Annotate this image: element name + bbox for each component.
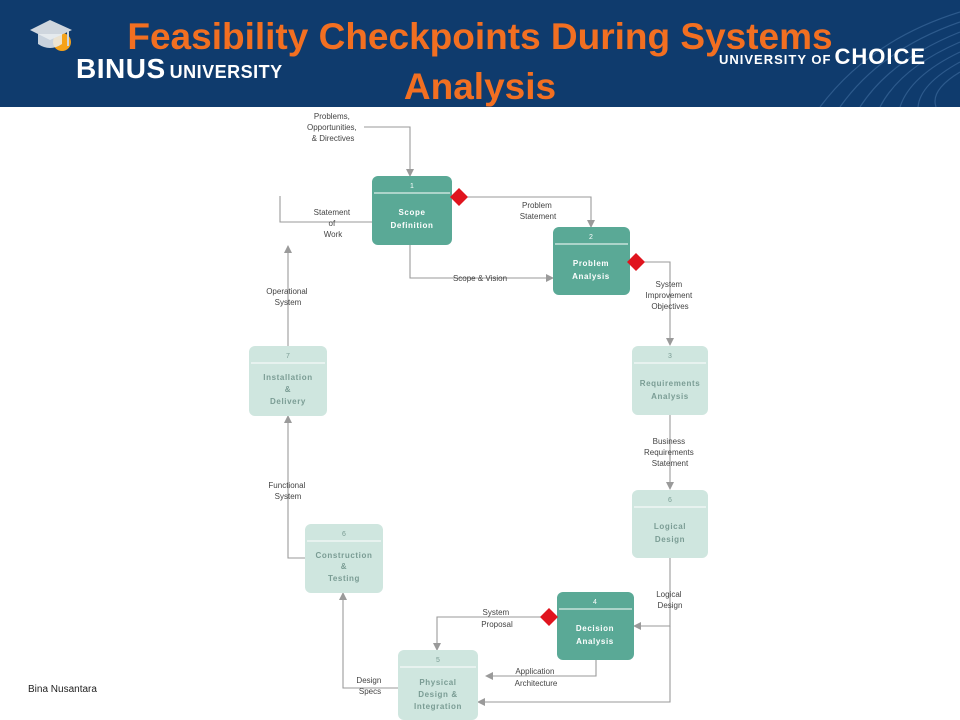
phase-number: 3 xyxy=(668,353,672,360)
phase-scope-definition: 1 Scope Definition xyxy=(372,176,452,245)
label-problems: Problems, Opportunities, & Directives xyxy=(307,112,359,143)
phase-label-line1: Scope xyxy=(398,208,425,217)
phase-label-line1: Construction xyxy=(316,551,373,560)
binus-logo-icon xyxy=(30,20,72,51)
phase-number: 6 xyxy=(668,497,672,504)
label-functional-system: Functional System xyxy=(268,481,307,501)
phase-number: 5 xyxy=(436,657,440,664)
phase-construction-testing: 6 Construction & Testing xyxy=(305,524,383,593)
checkpoint-marker-3 xyxy=(540,608,558,626)
phase-number: 2 xyxy=(589,234,593,241)
arrow-system-proposal xyxy=(433,616,557,651)
label-scope-vision: Scope & Vision xyxy=(453,274,507,283)
flow-labels: Problems, Opportunities, & Directives St… xyxy=(266,112,696,696)
phase-label-line2: Analysis xyxy=(651,392,689,401)
phase-label-line2: Design xyxy=(655,535,685,544)
label-design-specs: Design Specs xyxy=(356,676,383,696)
phase-number: 6 xyxy=(342,531,346,538)
arrow-problems-to-scope xyxy=(364,126,414,177)
flow-arrows xyxy=(279,126,674,706)
checkpoint-marker-2 xyxy=(627,253,645,271)
phase-label-line1: Installation xyxy=(263,373,312,382)
phase-requirements-analysis: 3 Requirements Analysis xyxy=(632,346,708,415)
decorative-curves xyxy=(819,11,960,107)
phase-label-line1: Problem xyxy=(573,259,609,268)
phase-decision-analysis: 4 Decision Analysis xyxy=(557,592,634,660)
label-logical-design: Logical Design xyxy=(656,590,684,610)
phase-label-line2: Design & xyxy=(418,690,457,699)
phase-installation-delivery: 7 Installation & Delivery xyxy=(249,346,327,416)
phase-label-line3: Testing xyxy=(328,574,360,583)
label-statement-of-work: Statement of Work xyxy=(314,208,353,239)
phase-label-line2: Analysis xyxy=(572,272,610,281)
phase-label-line2: & xyxy=(341,562,347,571)
phase-logical-design: 6 Logical Design xyxy=(632,490,708,558)
label-improvement-objectives: System Improvement Objectives xyxy=(646,280,695,311)
phase-label-line1: Requirements xyxy=(640,379,701,388)
label-business-requirements: Business Requirements Statement xyxy=(644,437,696,468)
checkpoint-marker-1 xyxy=(450,188,468,206)
arrow-application-architecture xyxy=(485,660,597,680)
arrow-scope-vision xyxy=(409,245,554,282)
phase-label-line3: Integration xyxy=(414,702,462,711)
tagline-choice: CHOICE xyxy=(834,44,926,69)
arrow-sow-from-scope xyxy=(279,196,372,223)
slide-title: Feasibility Checkpoints During Systems A… xyxy=(20,12,940,112)
arrow-functional-system xyxy=(284,415,305,559)
phase-label-line3: Delivery xyxy=(270,397,306,406)
phase-label-line2: Analysis xyxy=(576,637,614,646)
arrow-design-specs xyxy=(339,592,398,689)
tagline-prefix: UNIVERSITY OF xyxy=(718,52,832,67)
arrow-logical-to-physical xyxy=(477,626,671,706)
phase-number: 4 xyxy=(593,599,597,606)
phase-label-line1: Decision xyxy=(576,624,614,633)
label-application-architecture: Application Architecture xyxy=(515,667,558,688)
slide-title-line1: Feasibility Checkpoints During Systems xyxy=(127,16,833,57)
label-operational-system: Operational System xyxy=(266,287,310,307)
phase-physical-design: 5 Physical Design & Integration xyxy=(398,650,478,720)
brand-binus: BINUS xyxy=(76,53,166,84)
phase-label-line1: Logical xyxy=(654,522,686,531)
label-problem-statement: Problem Statement xyxy=(520,201,557,221)
phase-number: 1 xyxy=(410,183,414,190)
phase-label-line1: Physical xyxy=(419,678,456,687)
label-system-proposal: System Proposal xyxy=(481,608,513,629)
slide-title-line2: Analysis xyxy=(403,66,557,107)
phase-problem-analysis: 2 Problem Analysis xyxy=(553,227,630,295)
feasibility-checkpoints xyxy=(450,188,645,626)
phase-number: 7 xyxy=(286,353,290,360)
arrow-scope-to-problem xyxy=(452,196,595,228)
brand-university: UNIVERSITY xyxy=(169,62,283,82)
footer-text: Bina Nusantara xyxy=(28,684,97,695)
phase-label-line2: & xyxy=(285,385,291,394)
phase-label-line2: Definition xyxy=(391,221,434,230)
